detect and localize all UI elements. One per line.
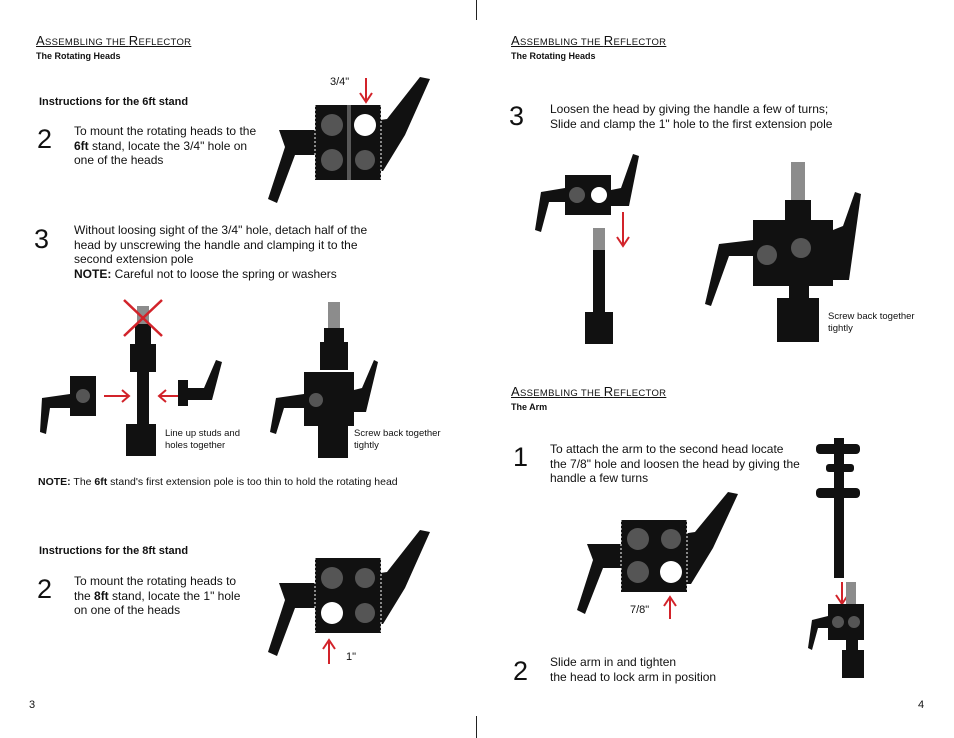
subhead-6ft: Instructions for the 6ft stand <box>39 96 189 108</box>
section-subtitle: The Rotating Heads <box>36 51 121 61</box>
hole-size-label: 1" <box>346 651 357 663</box>
step-text: Without loosing sight of the 3/4" hole, … <box>74 223 368 281</box>
step-number: 3 <box>34 224 50 254</box>
step-number: 2 <box>513 656 529 686</box>
arm-illustration <box>808 438 864 678</box>
step-number: 3 <box>509 101 525 131</box>
up-arrow <box>663 595 677 619</box>
loosen-head-illustration <box>535 154 639 344</box>
section-subtitle: The Rotating Heads <box>511 51 596 61</box>
hole-size-label: 3/4" <box>330 76 350 88</box>
step-number: 2 <box>37 124 53 154</box>
step-number: 2 <box>37 574 53 604</box>
step-text: To mount the rotating heads to the 8ft s… <box>74 574 241 617</box>
rotating-head-illustration <box>577 492 738 614</box>
section-title: ASSEMBLING THE REFLECTOR <box>36 33 192 48</box>
hole-size-label: 7/8" <box>630 604 650 616</box>
step-text: Loosen the head by giving the handle a f… <box>550 102 833 131</box>
fold-mark-top <box>476 0 477 20</box>
up-arrow <box>322 638 336 664</box>
section-title: ASSEMBLING THE REFLECTOR <box>511 33 667 48</box>
step-text: To mount the rotating heads to the 6ft s… <box>74 124 257 167</box>
section-subtitle: The Arm <box>511 402 548 412</box>
subhead-8ft: Instructions for the 8ft stand <box>39 545 189 557</box>
caption: Screw back together tightly <box>828 311 915 334</box>
fold-mark-bottom <box>476 716 477 738</box>
step-text: To attach the arm to the second head loc… <box>550 442 800 485</box>
page-number: 4 <box>918 699 925 711</box>
down-arrow <box>359 78 373 104</box>
detach-illustration <box>40 299 222 456</box>
rotating-head-illustration <box>268 77 430 203</box>
caption: Screw back together tightly <box>354 428 441 451</box>
assembled-illustration <box>270 302 378 458</box>
assembled-illustration <box>705 162 861 342</box>
note: NOTE: The 6ft stand's first extension po… <box>38 476 398 488</box>
caption: Line up studs and holes together <box>165 428 241 451</box>
step-number: 1 <box>513 442 529 472</box>
section-title: ASSEMBLING THE REFLECTOR <box>511 384 667 399</box>
page-number: 3 <box>29 699 36 711</box>
rotating-head-illustration <box>268 530 430 656</box>
